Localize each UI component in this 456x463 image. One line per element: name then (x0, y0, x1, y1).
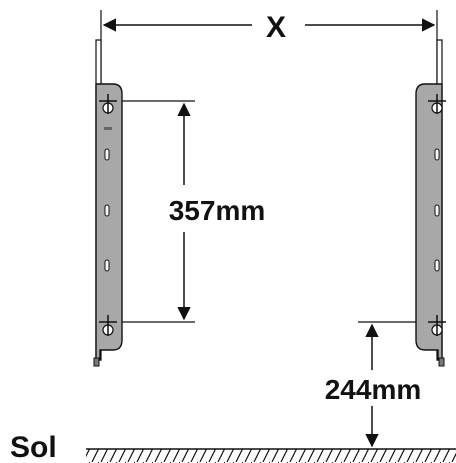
spacing-label: 357mm (169, 195, 266, 226)
floor-label: Sol (10, 431, 57, 463)
right-bracket (415, 39, 446, 367)
width-dimension: X (100, 10, 438, 90)
spacing-dimension: 357mm (122, 100, 270, 323)
floor-hatching (86, 449, 456, 463)
height-label: 244mm (325, 374, 422, 405)
left-bracket (93, 39, 123, 367)
width-label: X (266, 11, 286, 44)
floor: Sol (10, 431, 456, 463)
height-dimension: 244mm (310, 321, 436, 448)
